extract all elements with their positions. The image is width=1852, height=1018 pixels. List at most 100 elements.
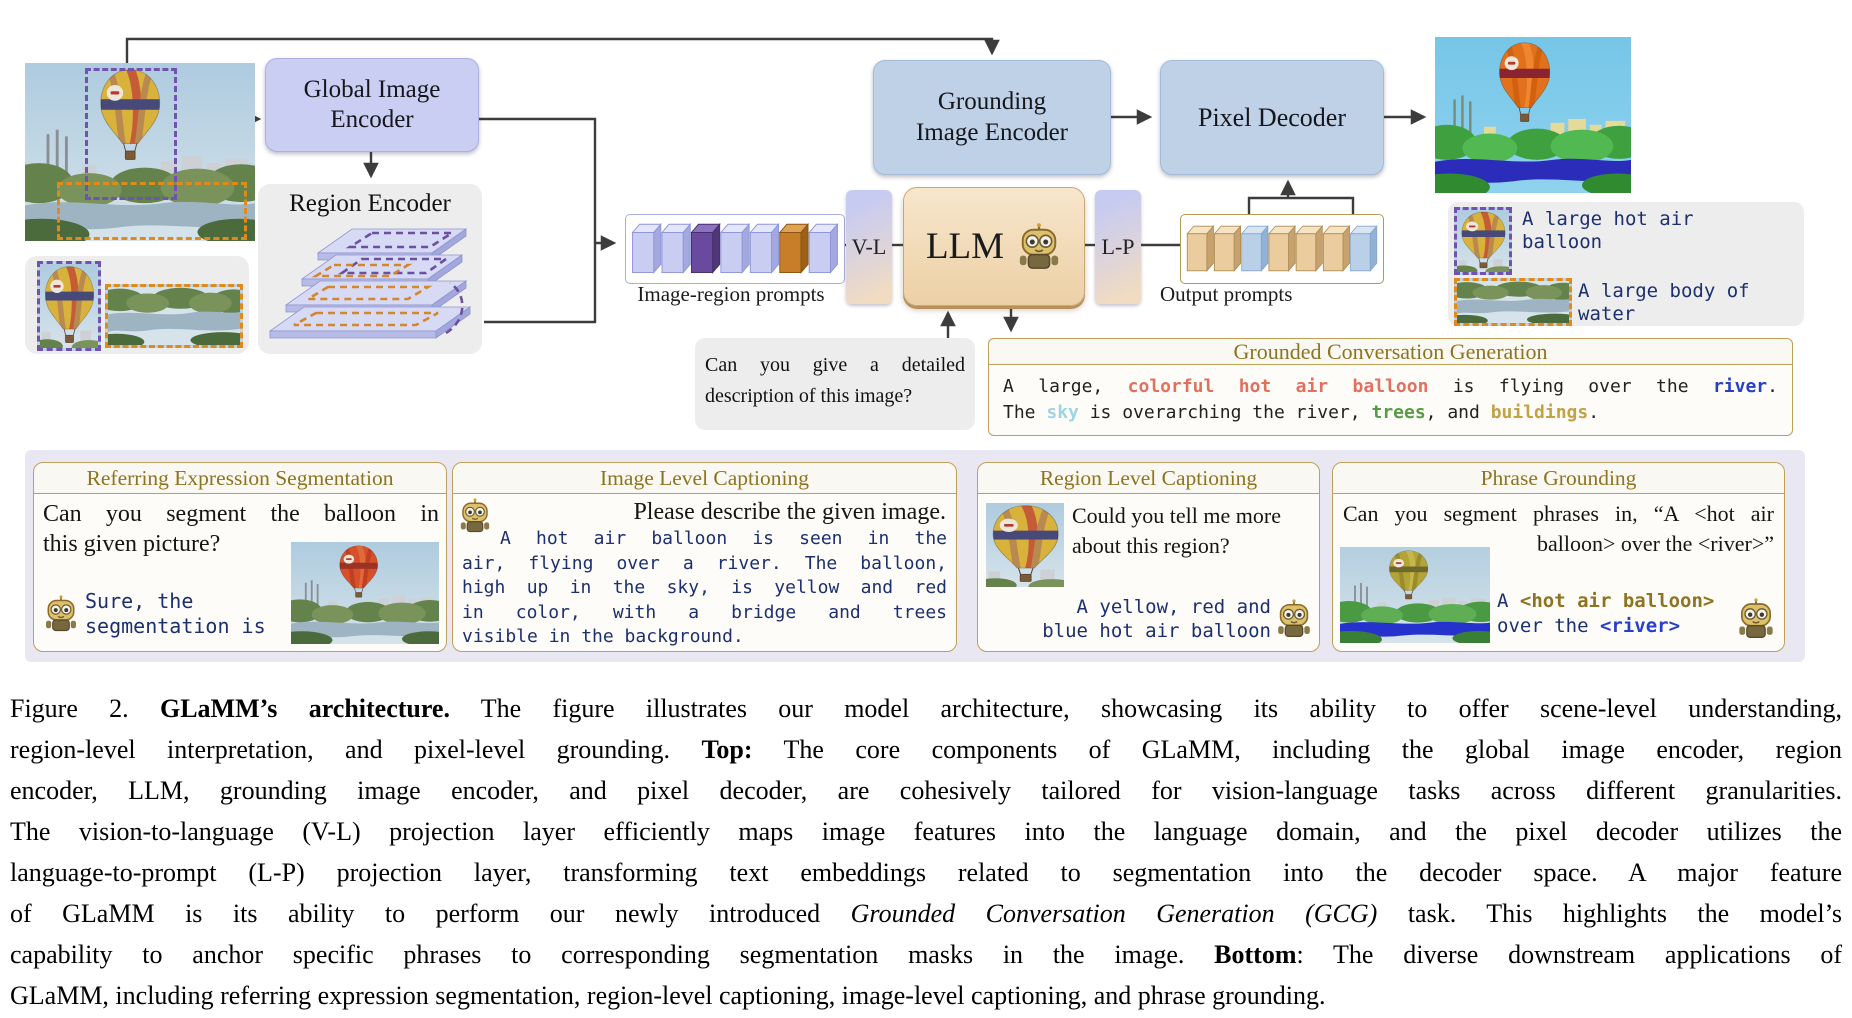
task-box-image-level-captioning: Image Level Captioning Please describe t… — [452, 462, 957, 652]
task-box-region-level-captioning: Region Level Captioning Could you tell m… — [977, 462, 1320, 652]
region-crop-image — [986, 503, 1064, 587]
text-segment: The figure illustrates our model archite… — [449, 694, 1842, 723]
image-region-prompts-tokens — [625, 214, 845, 284]
text-line: The sky is overarching the river, trees,… — [1003, 400, 1778, 426]
text-line: blue hot air balloon — [1026, 619, 1271, 643]
text-line: A yellow, red and — [1026, 595, 1271, 619]
llm-label: LLM — [925, 226, 1005, 267]
text-segment: : The diverse downstream applications of — [1296, 940, 1843, 969]
text-line: Sure, the — [85, 589, 275, 614]
text-line: air, flying over a river. The balloon, — [462, 552, 947, 577]
text-line: Can you segment the balloon in — [43, 499, 439, 529]
text-segment: task. This highlights the model’s — [1377, 899, 1843, 928]
text-line: description of this image? — [705, 381, 965, 412]
vl-label: V-L — [851, 234, 887, 259]
text-segment: Could you tell me more — [1072, 503, 1281, 528]
text-segment: over the — [1497, 615, 1600, 637]
text-segment: is flying over the — [1428, 376, 1713, 398]
text-line: A large, colorful hot air balloon is fly… — [1003, 374, 1778, 400]
task-answer: A hot air balloon is seen in the air, fly… — [462, 527, 947, 650]
task-box-referring-expression-segmentation: Referring Expression Segmentation Can yo… — [33, 462, 447, 652]
text-line: of GLaMM is its ability to perform our n… — [10, 893, 1842, 934]
grounding-image-encoder-label: Grounding Image Encoder — [915, 88, 1068, 146]
text-segment: visible in the background. — [462, 626, 744, 647]
image-region-prompts-label: Image-region prompts — [637, 282, 825, 306]
text-line: about this region? — [1072, 531, 1315, 561]
text-line: balloon> over the <river>” — [1343, 529, 1774, 559]
robot-icon — [1016, 222, 1062, 272]
text-segment: description of this image? — [705, 385, 913, 407]
output-segmented-image — [1435, 37, 1631, 193]
text-segment: The core components of GLaMM, including … — [752, 735, 1842, 764]
text-segment: high up in the sky, is yellow and red — [462, 577, 947, 598]
text-segment: Top: — [701, 735, 753, 764]
region-encoder-label: Region Encoder — [289, 190, 451, 217]
text-line: language-to-prompt (L-P) projection laye… — [10, 852, 1842, 893]
lp-label: L-P — [1101, 234, 1135, 259]
text-segment: this given picture? — [43, 531, 221, 557]
region-crops-panel — [25, 256, 249, 354]
text-segment: A yellow, red and — [1076, 596, 1271, 618]
text-line: The vision-to-language (V-L) projection … — [10, 811, 1842, 852]
river-region-bbox — [57, 182, 247, 240]
text-segment: . — [1588, 402, 1600, 424]
user-question-box: Can you give a detailed description of th… — [695, 338, 975, 430]
text-segment: balloon> over the <river>” — [1537, 531, 1774, 556]
balloon-crop-image — [37, 261, 101, 351]
vl-projection-bar: V-L — [846, 190, 892, 304]
text-segment: buildings — [1490, 402, 1589, 424]
text-segment: Grounded Conversation Generation (GCG) — [850, 899, 1378, 928]
text-segment: . — [1767, 376, 1778, 398]
text-segment: Can you segment phrases in, “A <hot air — [1343, 501, 1774, 526]
text-segment: trees — [1371, 402, 1426, 424]
phrase-grounded-image — [1340, 547, 1490, 643]
input-image — [25, 63, 255, 241]
text-line: water — [1578, 303, 1793, 326]
text-segment: , and — [1425, 402, 1491, 424]
text-segment: GLaMM’s architecture. — [159, 694, 450, 723]
gcg-box: Grounded Conversation Generation A large… — [988, 338, 1793, 438]
text-segment: about this region? — [1072, 533, 1230, 558]
text-line: Figure 2. GLaMM’s architecture. The figu… — [10, 688, 1842, 729]
task-question: Can you segment phrases in, “A <hot air b… — [1343, 499, 1774, 559]
text-line: encoder, LLM, grounding image encoder, a… — [10, 770, 1842, 811]
region-encoder-stack — [268, 228, 472, 339]
pixel-decoder-box: Pixel Decoder — [1160, 60, 1384, 175]
task-answer: A <hot air balloon>over the <river> — [1497, 589, 1737, 639]
text-line: A hot air balloon is seen in the — [462, 527, 947, 552]
task-title: Phrase Grounding — [1333, 463, 1784, 494]
task-title: Region Level Captioning — [978, 463, 1319, 494]
text-segment: balloon — [1522, 231, 1603, 253]
text-segment: water — [1578, 303, 1636, 325]
task-title: Image Level Captioning — [453, 463, 956, 494]
text-segment: A large body of — [1578, 280, 1750, 302]
text-line: capability to anchor specific phrases to… — [10, 934, 1842, 975]
text-segment: Figure 2. — [10, 694, 160, 723]
text-segment: Bottom — [1214, 940, 1297, 969]
text-segment: capability to anchor specific phrases to… — [10, 940, 1215, 969]
text-segment: of GLaMM is its ability to perform our n… — [10, 899, 851, 928]
balloon-region-bbox — [85, 68, 177, 200]
task-box-phrase-grounding: Phrase Grounding Can you segment phrases… — [1332, 462, 1785, 652]
text-line: in color, with a bridge and trees — [462, 601, 947, 626]
text-line: Could you tell me more — [1072, 501, 1315, 531]
global-image-encoder-box: Global Image Encoder — [265, 58, 479, 152]
gcg-body: A large, colorful hot air balloon is fly… — [988, 364, 1793, 437]
text-segment: sky — [1046, 402, 1079, 424]
text-segment: A large hot air — [1522, 208, 1694, 230]
river-crop-thumb — [1454, 278, 1572, 326]
text-segment: <hot air balloon> — [1519, 590, 1715, 612]
task-title: Referring Expression Segmentation — [34, 463, 446, 494]
text-segment: A hot air balloon is seen in the — [500, 528, 947, 549]
text-segment: Can you give a detailed — [705, 354, 965, 376]
global-image-encoder-label: Global Image Encoder — [303, 75, 441, 134]
text-line: this given picture? — [43, 529, 439, 559]
text-segment: air, flying over a river. The balloon, — [462, 552, 947, 574]
output-prompts-tokens — [1180, 214, 1384, 284]
